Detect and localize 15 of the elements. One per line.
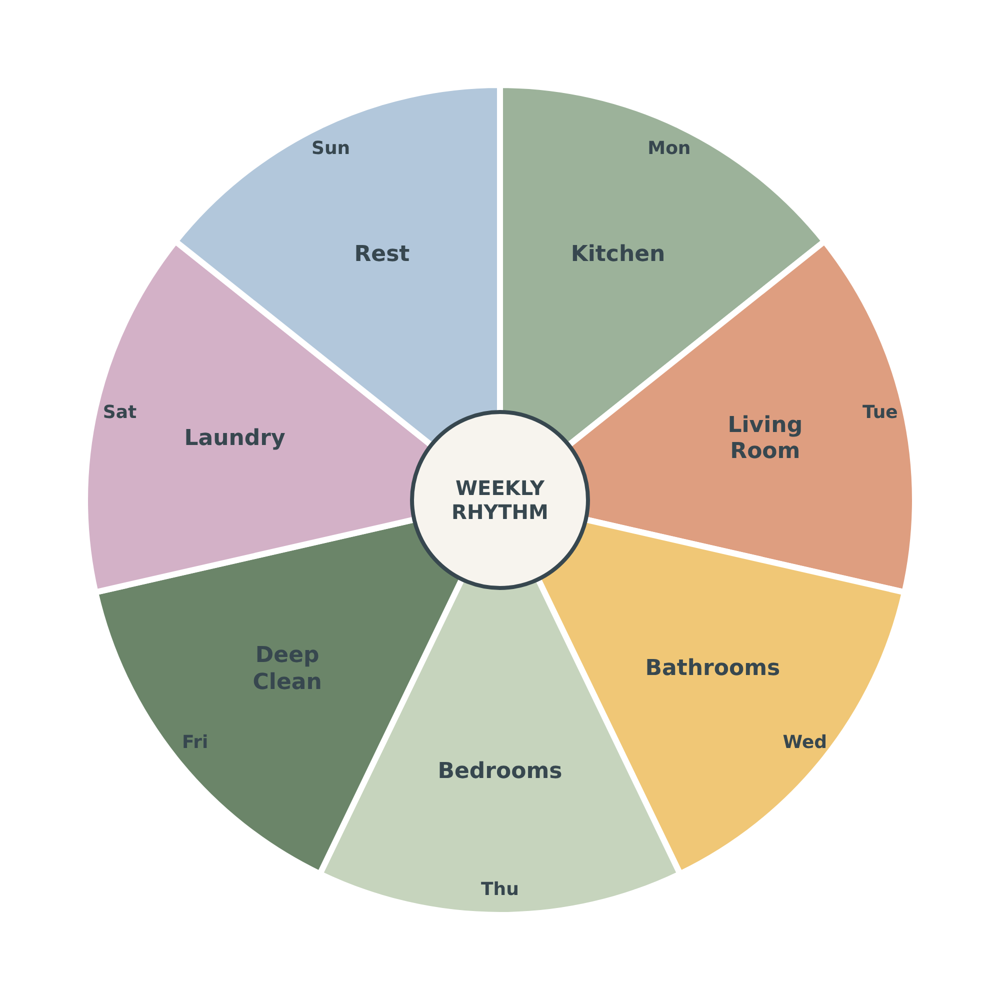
- segment-title: Bedrooms: [438, 758, 562, 786]
- day-label: Sun: [311, 138, 350, 160]
- day-label: Fri: [182, 732, 208, 754]
- segment-title: Rest: [354, 242, 410, 268]
- day-label: Thu: [481, 879, 519, 901]
- segment-title: Laundry: [184, 426, 286, 453]
- segment-title: Bathrooms: [645, 656, 780, 683]
- day-label: Mon: [648, 138, 691, 160]
- day-label: Wed: [782, 732, 828, 754]
- segment-title: Living Room: [726, 413, 804, 466]
- segment-title: Deep Clean: [252, 643, 323, 696]
- day-label: Tue: [862, 402, 898, 424]
- day-label: Sat: [102, 402, 137, 424]
- hub-title: WEEKLY RHYTHM: [450, 476, 550, 524]
- segment-title: Kitchen: [570, 242, 666, 268]
